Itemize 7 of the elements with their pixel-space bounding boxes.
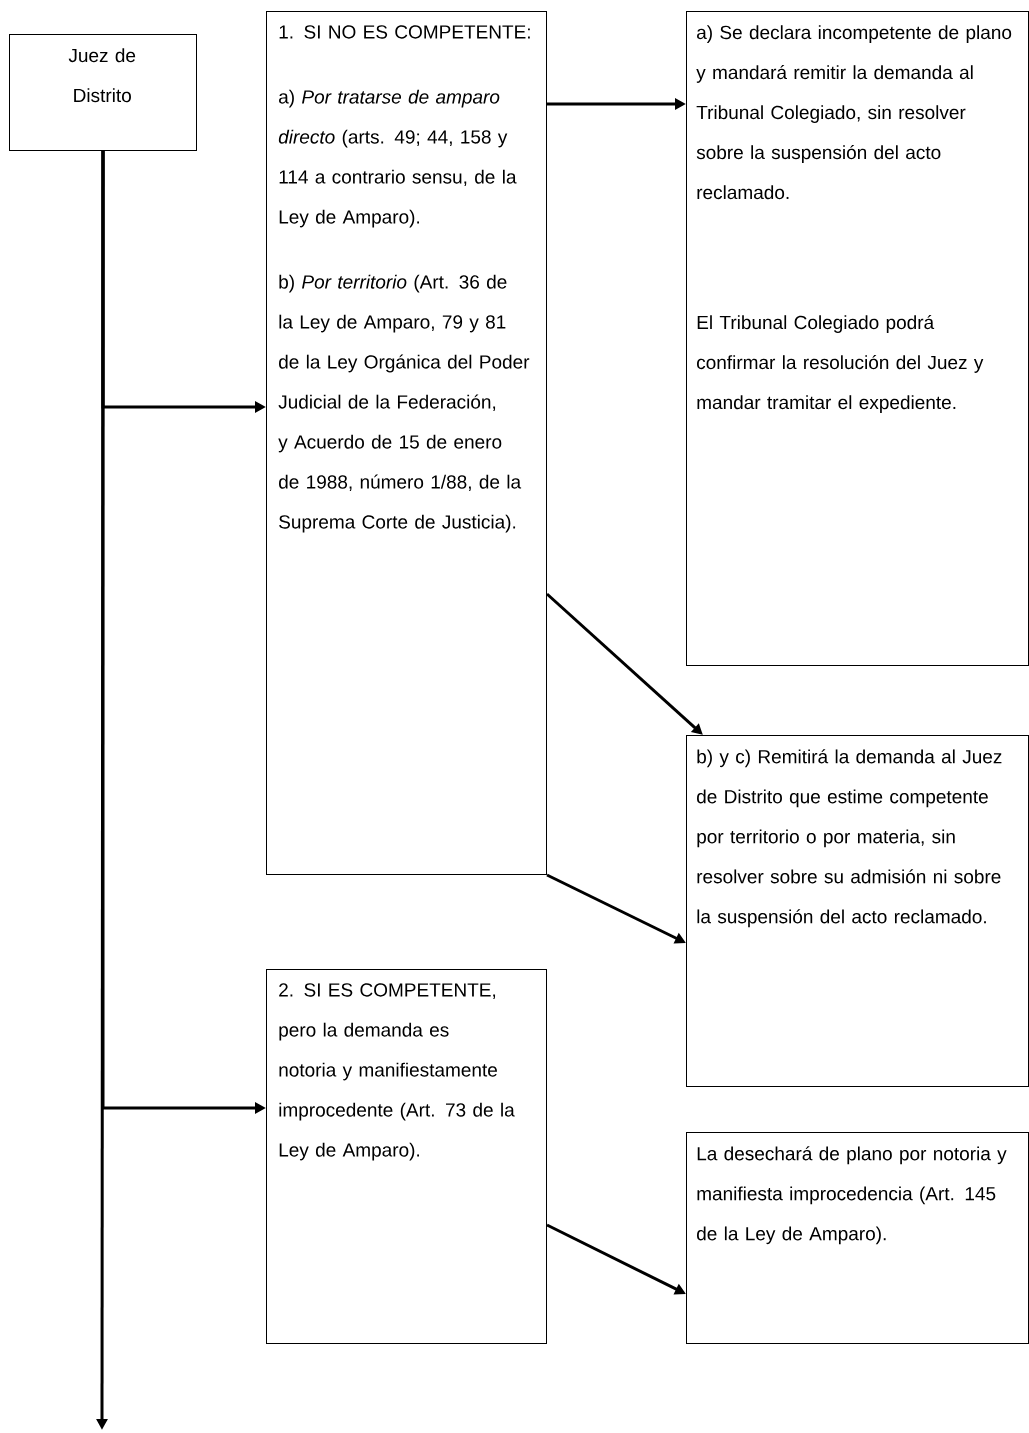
process-box: a) Se declara incompetente de plano y mandará remitir la demanda al Tribunal Colegiado, sin resolver sobre la suspensión del acto reclamado. El Tribunal Colegiado podrá confirmar la resolución del Juez y mandar tramitar el expediente. — [686, 11, 1029, 666]
arrow — [546, 592, 703, 735]
process-box: 1. SI NO ES COMPETENTE: a) Por tratarse de amparo directo (arts. 49; 44, 158 y 114 a contrario sensu, de la Ley de Amparo). b) Por territorio (Art. 36 de la Ley de Amparo, 79 y 81 de la Ley Orgánica del Poder Judicial de la Federación, y Acuerdo de 15 de enero de 1988, número 1/88, de la Suprema Corte de Justicia). — [266, 11, 547, 875]
process-box: Juez de Distrito — [9, 34, 197, 151]
process-box: 2. SI ES COMPETENTE, pero la demanda es notoria y manifiestamente improcedente (Art. 73 de la Ley de Amparo). — [266, 969, 547, 1344]
process-box: La desechará de plano por notoria y manifiesta improcedencia (Art. 145 de la Ley de Amparo). — [686, 1132, 1029, 1344]
process-box: b) y c) Remitirá la demanda al Juez de Distrito que estime competente por territorio o por materia, sin resolver sobre su admisión ni sobre la suspensión del acto reclamado. — [686, 735, 1029, 1087]
